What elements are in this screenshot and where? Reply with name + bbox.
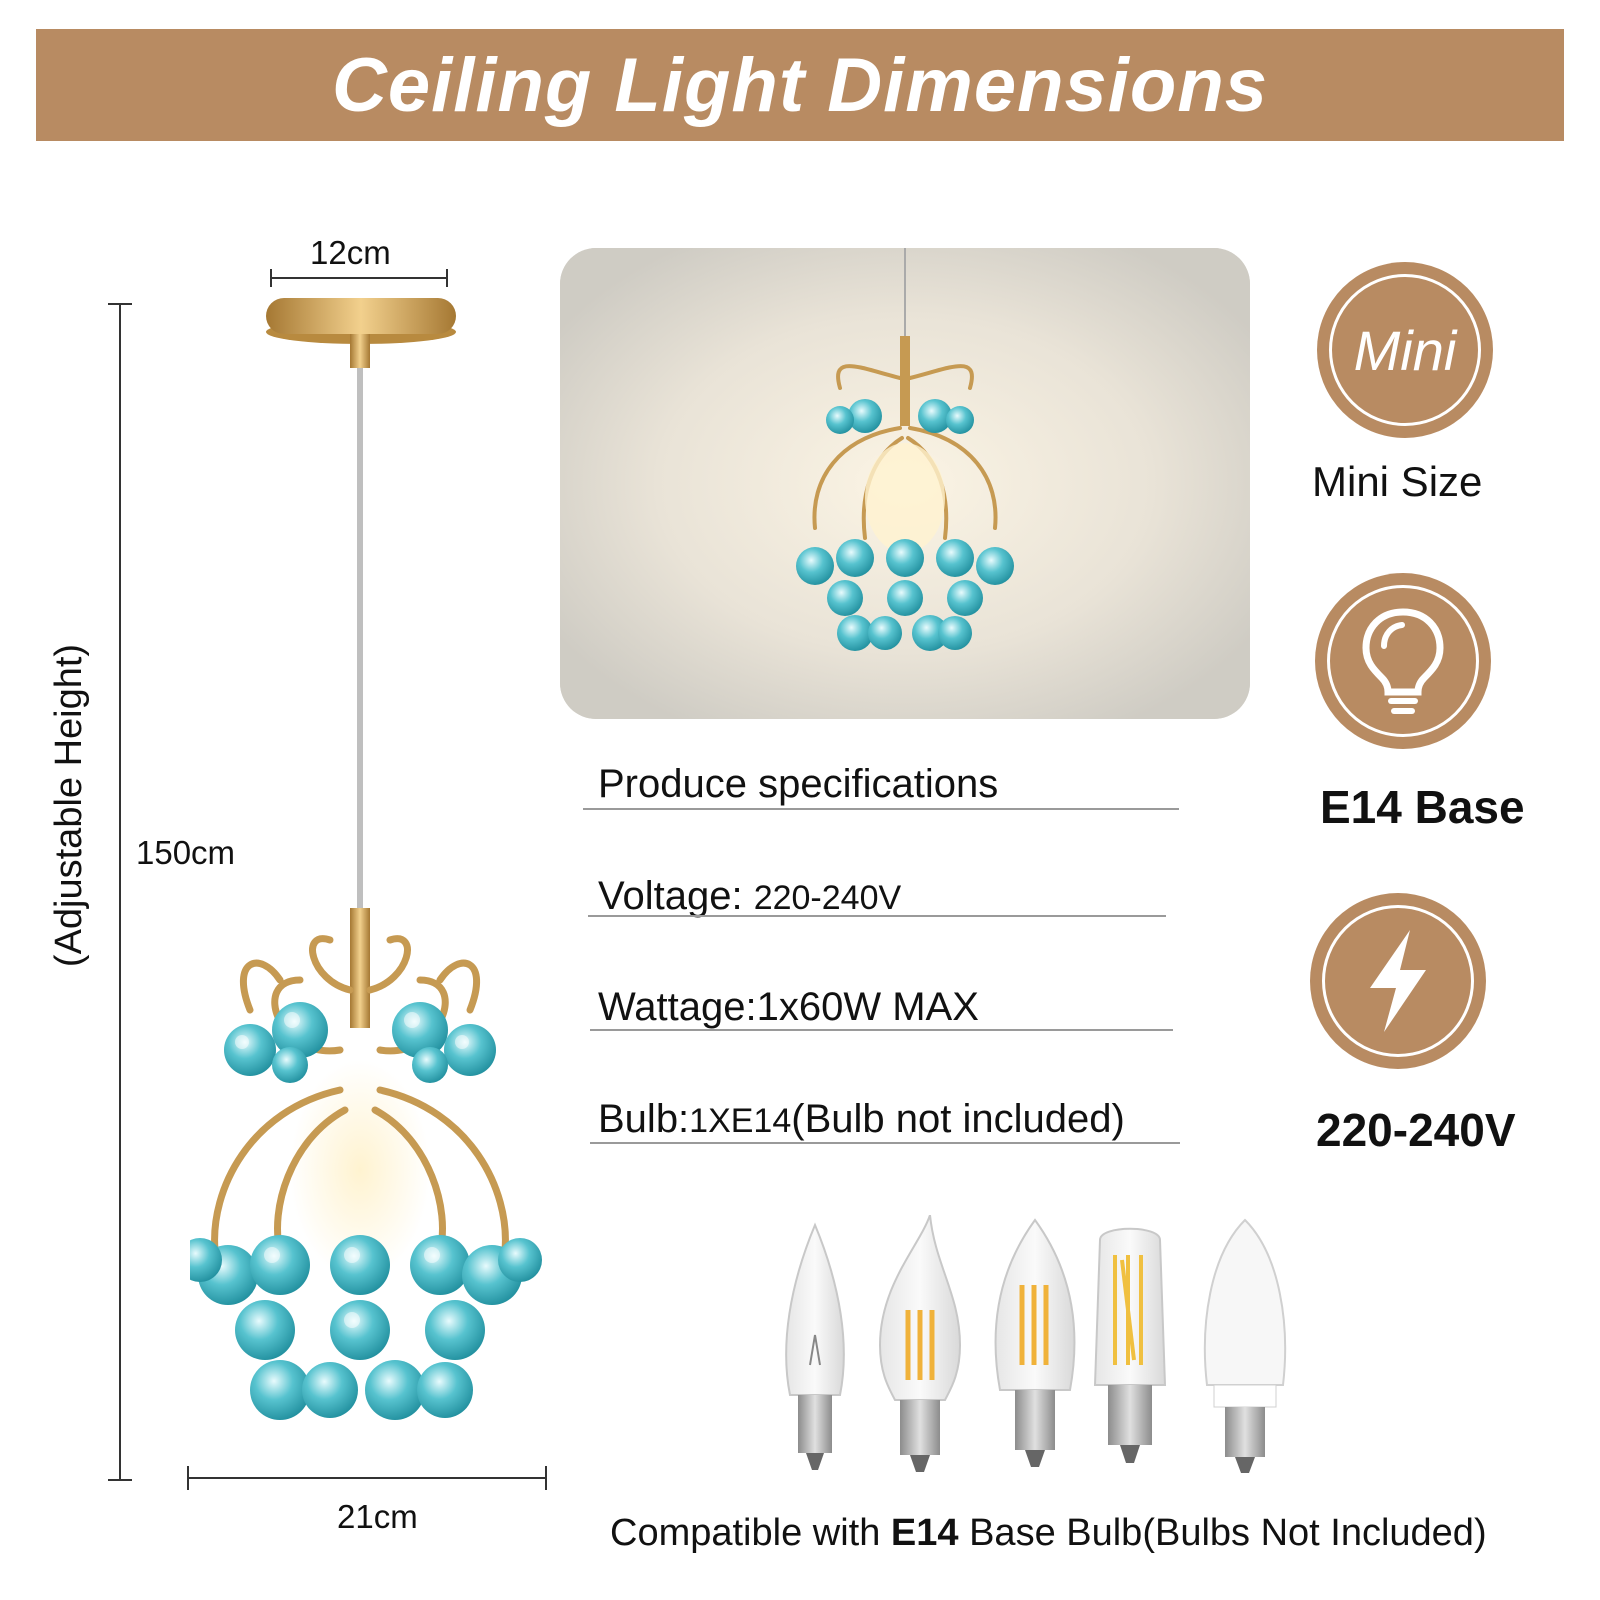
bulb-divider bbox=[590, 1142, 1180, 1144]
bulb-value: 1XE14 bbox=[689, 1102, 792, 1140]
chandelier-image bbox=[190, 298, 542, 1420]
specs-heading: Produce specifications bbox=[598, 762, 999, 806]
bulb-torpedo bbox=[994, 1218, 1076, 1467]
bulb-label: Bulb: bbox=[598, 1097, 690, 1141]
bulb-frosted-led bbox=[1203, 1218, 1287, 1473]
compatibility-base: E14 bbox=[890, 1512, 959, 1554]
compatibility-note: Compatible with E14 Base Bulb(Bulbs Not … bbox=[610, 1512, 1487, 1555]
dimension-lines bbox=[108, 269, 547, 1490]
mini-size-caption: Mini Size bbox=[1312, 458, 1483, 505]
lightning-bolt-icon bbox=[1370, 930, 1426, 1032]
top-width-label: 12cm bbox=[310, 234, 391, 271]
bulb-clear-candle bbox=[785, 1222, 845, 1470]
voltage-badge-ring bbox=[1322, 905, 1474, 1057]
bulb-badge-ring bbox=[1327, 585, 1479, 737]
bulb-row: Bulb:1XE14(Bulb not included) bbox=[598, 1097, 1125, 1142]
wattage-row: Wattage:1x60W MAX bbox=[598, 985, 979, 1030]
voltage-caption: 220-240V bbox=[1316, 1104, 1516, 1156]
adjustable-height-label: (Adjustable Height) bbox=[48, 643, 91, 967]
compatibility-suffix: Base Bulb(Bulbs Not Included) bbox=[958, 1512, 1487, 1554]
voltage-badge bbox=[1310, 893, 1486, 1069]
mini-text-icon: Mini bbox=[1353, 318, 1457, 382]
bulb-flame-tip bbox=[878, 1215, 962, 1472]
wattage-label: Wattage: bbox=[598, 985, 757, 1029]
e14-base-badge bbox=[1315, 573, 1491, 749]
specs-heading-divider bbox=[583, 808, 1179, 810]
product-photo bbox=[560, 248, 1250, 719]
page-title: Ceiling Light Dimensions bbox=[331, 42, 1269, 128]
voltage-row: Voltage: 220-240V bbox=[598, 874, 901, 919]
title-banner: Ceiling Light Dimensions bbox=[36, 29, 1564, 141]
wattage-value: 1x60W MAX bbox=[756, 985, 979, 1029]
voltage-label: Voltage: bbox=[598, 874, 743, 918]
product-photo-illustration bbox=[560, 248, 1250, 719]
bulb-note: (Bulb not included) bbox=[791, 1097, 1125, 1141]
compatibility-prefix: Compatible with bbox=[610, 1512, 891, 1554]
voltage-value: 220-240V bbox=[753, 879, 902, 917]
wattage-divider bbox=[590, 1029, 1173, 1031]
mini-badge-ring: Mini bbox=[1329, 274, 1481, 426]
mini-size-badge: Mini bbox=[1317, 262, 1493, 438]
light-bulb-icon bbox=[1362, 608, 1444, 714]
bottom-width-label: 21cm bbox=[337, 1498, 418, 1535]
compatible-bulbs-image bbox=[785, 1215, 1287, 1473]
bulb-tubular bbox=[1093, 1227, 1167, 1463]
voltage-divider bbox=[588, 915, 1166, 917]
e14-base-caption: E14 Base bbox=[1320, 781, 1525, 833]
height-label: 150cm bbox=[136, 834, 236, 871]
